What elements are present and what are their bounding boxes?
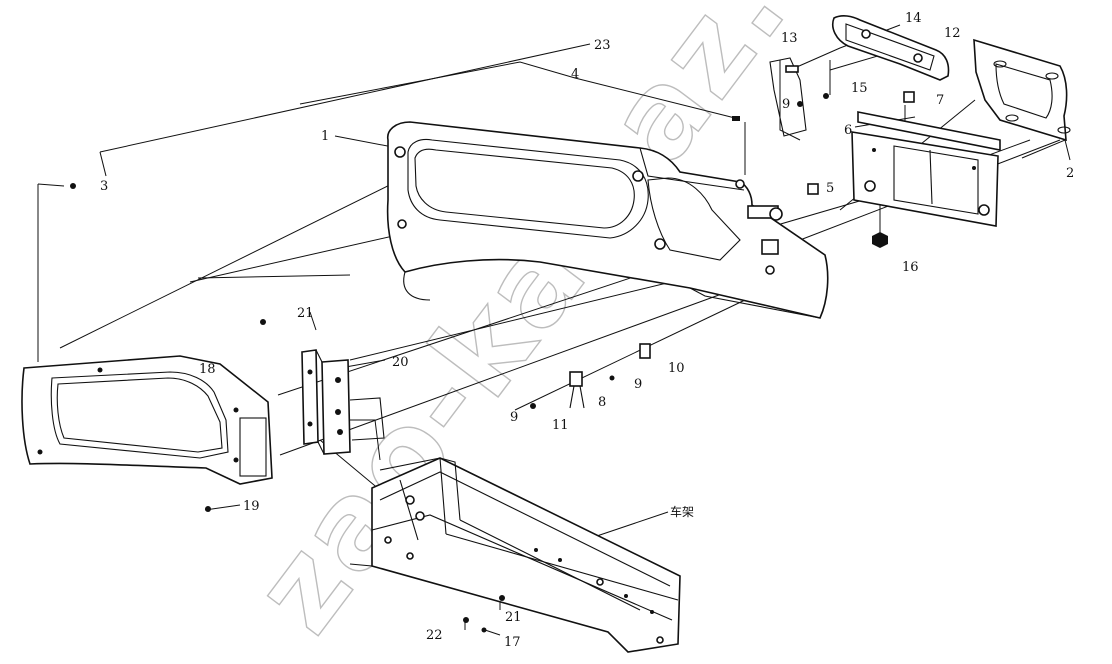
end-cap-18 <box>21 355 273 485</box>
label-8: 8 <box>598 395 606 410</box>
label-13: 13 <box>781 31 798 46</box>
label-20: 20 <box>392 355 409 370</box>
bracket-13-15 <box>769 57 829 137</box>
fasteners <box>70 91 915 633</box>
label-10: 10 <box>668 361 685 376</box>
label-9-right: 9 <box>634 377 642 392</box>
label-16: 16 <box>902 260 919 275</box>
label-22: 22 <box>426 628 443 643</box>
label-21-top: 21 <box>297 306 314 321</box>
plate-bracket-6 <box>851 111 1001 227</box>
label-18: 18 <box>199 362 216 377</box>
label-21-bottom: 21 <box>505 610 522 625</box>
label-17: 17 <box>504 635 521 650</box>
label-5: 5 <box>826 181 834 196</box>
label-3: 3 <box>100 179 108 194</box>
label-9-mid: 9 <box>510 410 518 425</box>
label-15: 15 <box>851 81 868 96</box>
label-12: 12 <box>944 26 961 41</box>
bumper-shell <box>386 121 829 319</box>
label-2: 2 <box>1066 166 1074 181</box>
vehicle-frame <box>349 457 681 653</box>
callout-labels: 23 4 1 3 13 14 12 9 15 7 6 5 2 16 21 18 … <box>100 11 1074 650</box>
label-frame: 车架 <box>670 504 694 519</box>
bracket-20 <box>301 349 385 455</box>
label-23: 23 <box>594 38 611 53</box>
plate-2 <box>973 38 1071 142</box>
label-11: 11 <box>552 418 569 433</box>
label-9-top: 9 <box>782 97 790 112</box>
label-1: 1 <box>321 129 329 144</box>
label-6: 6 <box>844 123 852 138</box>
label-19: 19 <box>243 499 260 514</box>
label-14: 14 <box>905 11 922 26</box>
label-7: 7 <box>936 93 944 108</box>
label-4: 4 <box>571 67 579 82</box>
light-housing-12 <box>832 15 950 81</box>
